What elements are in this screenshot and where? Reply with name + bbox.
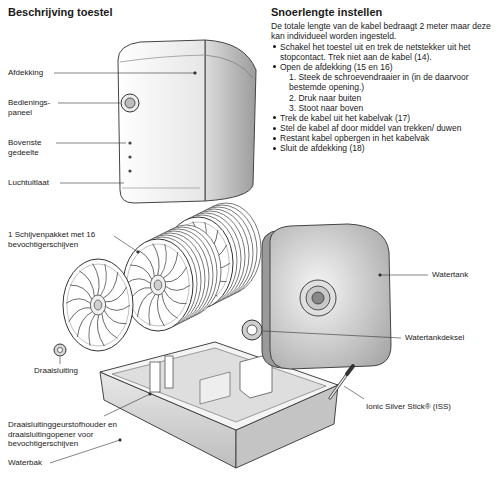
bullet-dot [273, 147, 276, 150]
tank-cap [242, 320, 262, 340]
text-line: 3. Stoot naar boven [271, 103, 495, 113]
part-label: Watertank [432, 270, 494, 280]
bullet-item: Sluit de afdekking (18) [271, 143, 495, 153]
part-label: 1 Schijvenpakket met 16 bevochtigerschij… [8, 230, 114, 249]
part-label-wrap: Afdekking [8, 68, 58, 78]
part-label-wrap: Draaisluitinggeurstofhouder en draaislui… [8, 420, 130, 449]
part-label-wrap: Bovenste gedeelte [8, 138, 56, 157]
part-label: Bovenste gedeelte [8, 138, 56, 157]
part-label: Luchtuitlaat [8, 178, 63, 188]
instruction-text: Schakel het toestel uit en trek de netst… [280, 42, 495, 62]
bullet-dot [273, 65, 276, 68]
text-line: 2. Druk naar buiten [271, 93, 495, 103]
twist-lock [54, 344, 66, 356]
part-label-wrap: Bedienings- paneel [8, 98, 58, 117]
instruction-text: Open de afdekking (15 en 16) [280, 62, 495, 72]
upper-unit [118, 40, 256, 203]
instruction-text: Stel de kabel af door middel van trekken… [280, 123, 495, 133]
part-label-wrap: 1 Schijvenpakket met 16 bevochtigerschij… [8, 230, 114, 249]
part-label: Bedienings- paneel [8, 98, 58, 117]
bullet-dot [273, 45, 276, 48]
bullet-item: Schakel het toestel uit en trek de netst… [271, 42, 495, 62]
part-label-wrap: Luchtuitlaat [8, 178, 63, 188]
instruction-text: Sluit de afdekking (18) [280, 143, 495, 153]
bullet-item: Open de afdekking (15 en 16) [271, 62, 495, 72]
instruction-text: 2. Druk naar buiten [289, 93, 495, 103]
bullet-dot [273, 127, 276, 130]
bullet-item: Restant kabel opbergen in het kabelvak [271, 133, 495, 143]
part-label: Draaisluitinggeurstofhouder en draaislui… [8, 420, 130, 449]
instruction-text: De totale lengte van de kabel bedraagt 2… [271, 21, 495, 41]
instruction-text: Restant kabel opbergen in het kabelvak [280, 133, 495, 143]
part-label: Afdekking [8, 68, 58, 78]
bullet-item: Stel de kabel af door middel van trekken… [271, 123, 495, 133]
text-line: Snoerlengte instellen [271, 6, 495, 19]
part-label-wrap: Watertankdeksel [405, 333, 495, 343]
part-label: Draaisluiting [34, 366, 96, 376]
instruction-column: Snoerlengte instellen De totale lengte va… [271, 6, 495, 154]
page-title: Beschrijving toestel [8, 6, 113, 18]
instruction-text: 1. Steek de schroevendraaier in (in de d… [289, 72, 495, 92]
bullet-dot [273, 116, 276, 119]
text-line: 1. Steek de schroevendraaier in (in de d… [271, 72, 495, 92]
section-heading: Snoerlengte instellen [271, 6, 495, 19]
part-label: Ionic Silver Stick® (ISS) [366, 402, 494, 412]
part-label-wrap: Draaisluiting [34, 366, 96, 376]
bullet-item: Trek de kabel uit het kabelvak (17) [271, 113, 495, 123]
title-wrap: Beschrijving toestel [8, 6, 113, 18]
part-label-wrap: Waterbak [8, 458, 68, 468]
text-line: De totale lengte van de kabel bedraagt 2… [271, 21, 495, 41]
instruction-text: Trek de kabel uit het kabelvak (17) [280, 113, 495, 123]
water-tank [262, 224, 391, 369]
part-label-wrap: Ionic Silver Stick® (ISS) [366, 402, 494, 412]
silver-stick [330, 366, 353, 398]
part-label: Waterbak [8, 458, 68, 468]
bullet-dot [273, 137, 276, 140]
part-label-wrap: Watertank [432, 270, 494, 280]
part-label: Watertankdeksel [405, 333, 495, 343]
disc-pack [63, 203, 261, 351]
instruction-text: 3. Stoot naar boven [289, 103, 495, 113]
